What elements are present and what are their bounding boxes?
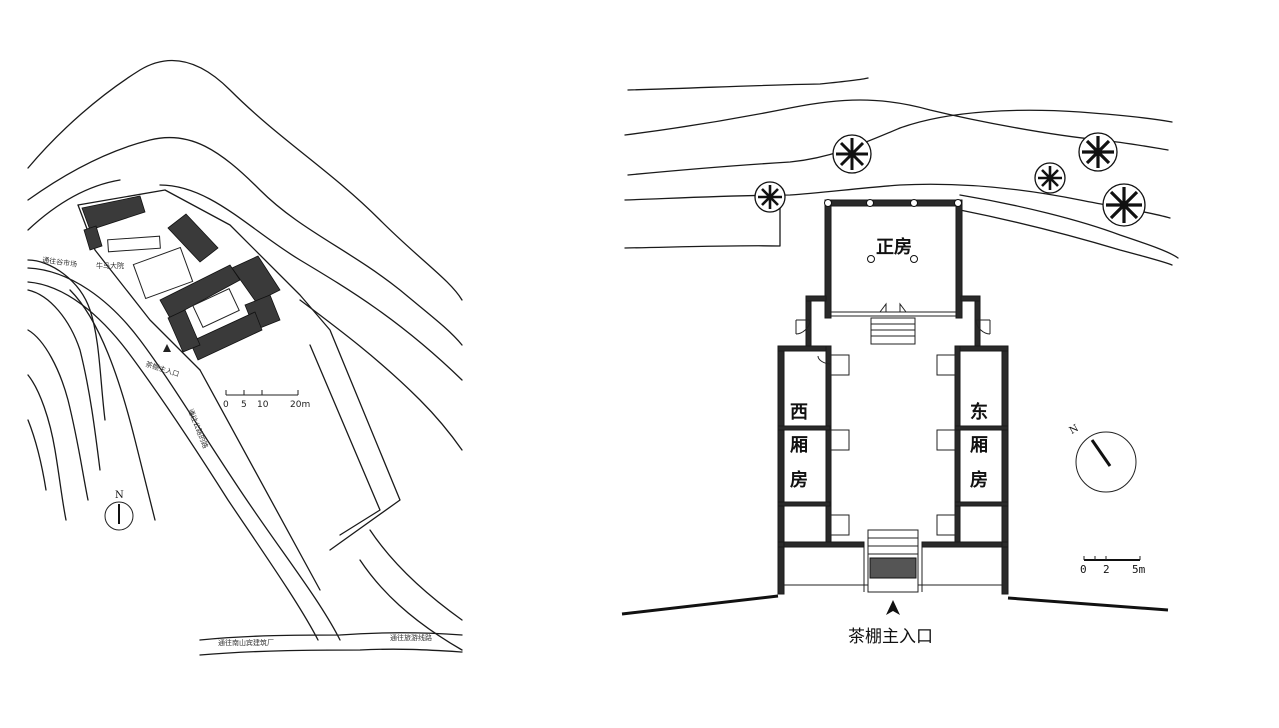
site-entrance-label: 茶棚主入口 bbox=[144, 359, 180, 378]
bottom-road-label-2: 通往旅游线路 bbox=[390, 633, 432, 642]
site-north-arrow-icon: N bbox=[104, 490, 134, 531]
site-scale-tick-3: 20m bbox=[290, 400, 310, 410]
west-wing-char-2: 厢 bbox=[790, 435, 808, 456]
courtyard-label: 牛马大院 bbox=[96, 261, 124, 270]
tree-icon bbox=[1034, 162, 1066, 194]
tree-icon bbox=[832, 134, 872, 174]
building-roofs bbox=[81, 195, 281, 361]
contour-lines bbox=[27, 59, 463, 651]
site-scale-bar: 0 5 10 20m bbox=[223, 390, 310, 410]
path-label: 通往公路的路 bbox=[186, 407, 210, 449]
floor-north-arrow-icon: N bbox=[1068, 423, 1137, 493]
ground-line bbox=[621, 594, 1169, 616]
floor-scale-tick-0: 0 bbox=[1080, 563, 1087, 576]
floor-plan: 正房 西 厢 房 bbox=[621, 77, 1179, 647]
tree-icon bbox=[1078, 132, 1118, 172]
floor-entrance-label: 茶棚主入口 bbox=[848, 627, 933, 647]
courtyard-outline bbox=[107, 235, 240, 328]
tree-icon bbox=[754, 181, 786, 213]
site-scale-tick-0: 0 bbox=[223, 400, 229, 410]
entrance-arrow-icon bbox=[163, 344, 171, 352]
site-scale-tick-1: 5 bbox=[241, 400, 247, 410]
main-hall: 正房 bbox=[824, 199, 963, 345]
site-scale-tick-2: 10 bbox=[257, 400, 269, 410]
west-wing-char-3: 房 bbox=[790, 469, 808, 491]
west-wing: 西 厢 房 bbox=[777, 345, 850, 595]
site-north-label: N bbox=[115, 490, 124, 501]
east-wing: 东 厢 房 bbox=[936, 345, 1009, 595]
main-room-label: 正房 bbox=[876, 236, 912, 258]
hill-contours bbox=[624, 77, 1179, 266]
floor-scale-tick-2: 5m bbox=[1132, 563, 1146, 576]
floor-scale-bar: 0 2 5m bbox=[1080, 556, 1146, 576]
west-wing-char-1: 西 bbox=[790, 402, 808, 423]
tree-icon bbox=[1102, 183, 1146, 227]
floor-north-label: N bbox=[1068, 423, 1081, 437]
east-wing-char-1: 东 bbox=[970, 401, 988, 423]
floor-scale-tick-1: 2 bbox=[1103, 563, 1110, 576]
access-road bbox=[27, 267, 463, 656]
east-wing-char-2: 厢 bbox=[970, 435, 988, 456]
east-wing-char-3: 房 bbox=[970, 469, 988, 491]
front-gate bbox=[783, 529, 1003, 593]
site-plan: 牛马大院 通往谷市场 茶棚主入口 通往公路的路 通往南山宾建筑厂 通往旅游线路 … bbox=[27, 59, 463, 656]
trees bbox=[754, 132, 1146, 227]
bottom-road-label-1: 通往南山宾建筑厂 bbox=[218, 638, 274, 647]
road-left-label: 通往谷市场 bbox=[42, 255, 78, 269]
entrance-arrow-icon bbox=[886, 600, 900, 615]
site-boundary bbox=[77, 189, 401, 591]
